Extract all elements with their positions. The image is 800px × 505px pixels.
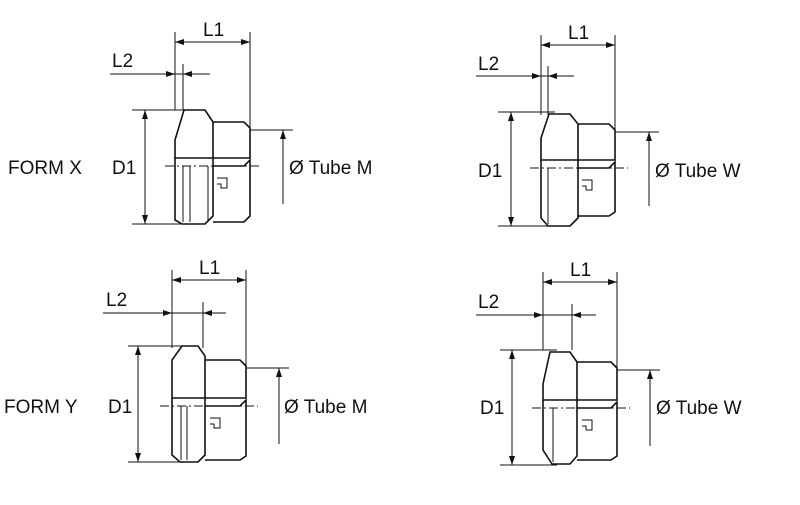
tube-label: Ø Tube W: [656, 398, 742, 419]
l2-label: L2: [106, 290, 127, 311]
drawing-form-y-tube-w: L1 L2 D1 Ø Tube W: [476, 260, 742, 466]
drawing-form-y-tube-m: L1 L2 D1 Ø Tube M: [103, 258, 367, 463]
d1-label: D1: [478, 161, 502, 182]
form-x-label: FORM X: [8, 158, 82, 179]
tube-label: Ø Tube W: [655, 161, 741, 182]
d1-label: D1: [108, 397, 132, 418]
form-y-label: FORM Y: [4, 397, 78, 418]
l1-label: L1: [199, 258, 220, 279]
l1-label: L1: [568, 23, 589, 44]
l2-label: L2: [112, 51, 133, 72]
drawing-form-x-tube-w: L1 L2 D1 Ø Tube W: [476, 23, 741, 227]
l1-label: L1: [203, 20, 224, 41]
d1-label: D1: [112, 158, 136, 179]
l2-label: L2: [478, 54, 499, 75]
drawing-form-x-tube-m: L1 L2 D1 Ø Tube M: [110, 20, 372, 225]
l1-label: L1: [570, 260, 591, 281]
tube-label: Ø Tube M: [289, 158, 372, 179]
d1-label: D1: [480, 398, 504, 419]
l2-label: L2: [478, 292, 499, 313]
tube-label: Ø Tube M: [284, 397, 367, 418]
